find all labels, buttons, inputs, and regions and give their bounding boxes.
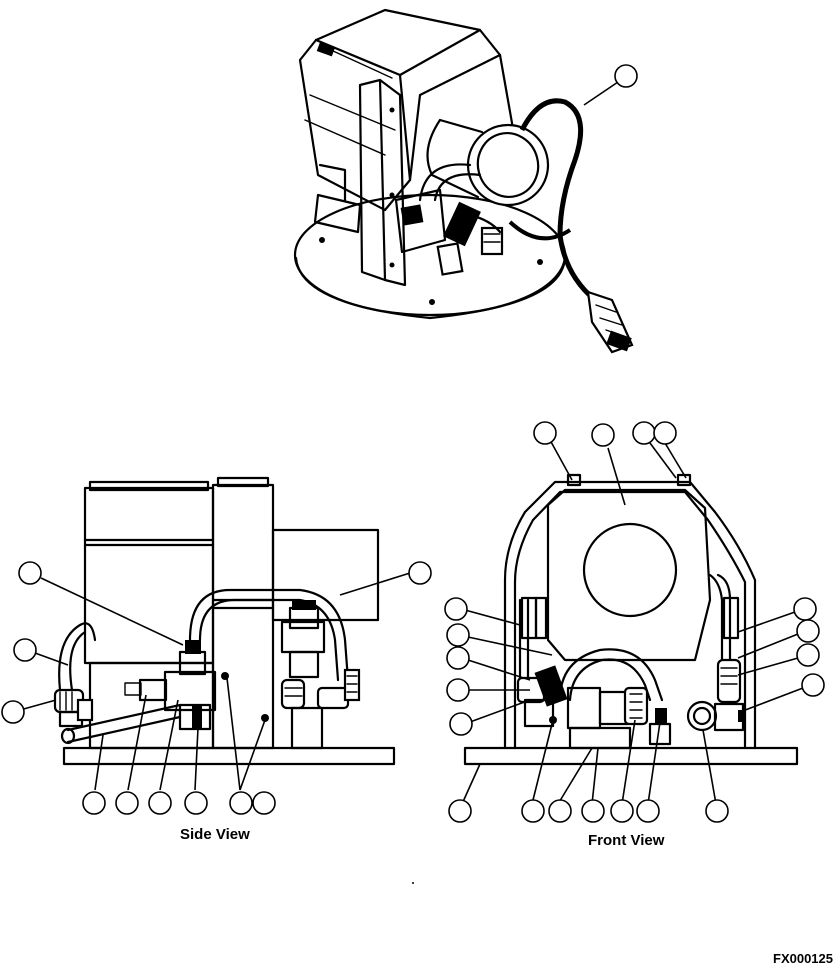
side-view-label: Side View xyxy=(180,826,250,843)
callout-bubble xyxy=(13,638,37,662)
leader-line xyxy=(737,657,799,676)
leader-line xyxy=(737,633,799,659)
callout-bubble xyxy=(408,561,432,585)
leader-line xyxy=(467,636,553,656)
leader-line xyxy=(647,721,661,805)
callout-bubble xyxy=(446,623,470,647)
callout-bubble xyxy=(801,673,825,697)
callout-bubble xyxy=(184,791,208,815)
callout-bubble xyxy=(448,799,472,823)
leader-line xyxy=(339,572,411,596)
callout-bubble xyxy=(636,799,660,823)
leader-line xyxy=(194,727,199,791)
leader-line xyxy=(94,734,104,791)
callout-bubble xyxy=(705,799,729,823)
isometric-assembly-drawing xyxy=(293,8,638,354)
leader-line xyxy=(591,747,599,805)
leader-line xyxy=(34,652,69,666)
callout-bubble xyxy=(610,799,634,823)
callout-bubble xyxy=(533,421,557,445)
callout-bubble xyxy=(1,700,25,724)
callout-bubble xyxy=(548,799,572,823)
callout-bubble xyxy=(444,597,468,621)
callout-bubble xyxy=(581,799,605,823)
callout-bubble xyxy=(793,597,817,621)
side-view-drawing xyxy=(1,476,432,815)
callout-bubble xyxy=(653,421,677,445)
front-view-label: Front View xyxy=(588,832,665,849)
leader-line xyxy=(557,747,593,805)
callout-bubble xyxy=(252,791,276,815)
leader-line xyxy=(464,609,521,626)
leader-line xyxy=(159,699,179,791)
leader-line xyxy=(649,442,677,479)
callout-bubble xyxy=(446,678,470,702)
callout-bubble xyxy=(229,791,253,815)
callout-bubble xyxy=(591,423,615,447)
leader-line xyxy=(127,694,147,791)
callout-bubble xyxy=(796,643,820,667)
leader-line xyxy=(664,442,687,479)
leader-line xyxy=(226,677,241,791)
callout-bubble xyxy=(632,421,656,445)
leader-line xyxy=(549,439,573,481)
leader-line xyxy=(469,699,531,723)
leader-line xyxy=(607,447,626,506)
leader-line xyxy=(40,577,184,646)
leader-line xyxy=(739,687,804,713)
leader-line xyxy=(737,611,796,633)
callout-bubble xyxy=(521,799,545,823)
callout-bubble xyxy=(614,64,638,88)
callout-bubble xyxy=(82,791,106,815)
leader-line xyxy=(702,729,717,805)
leader-line xyxy=(467,659,531,681)
leader-line xyxy=(461,763,481,805)
leader-line xyxy=(583,81,619,106)
callout-bubble xyxy=(449,712,473,736)
front-view-drawing xyxy=(444,421,825,823)
callout-bubble xyxy=(446,646,470,670)
callout-bubble xyxy=(796,619,820,643)
callout-bubble xyxy=(115,791,139,815)
leader-line xyxy=(531,719,554,805)
leader-line xyxy=(19,699,57,711)
callout-bubble xyxy=(18,561,42,585)
leader-line xyxy=(621,719,636,805)
callout-bubble xyxy=(148,791,172,815)
leader-line xyxy=(239,719,266,791)
figure-code: FX000125 xyxy=(773,951,833,966)
